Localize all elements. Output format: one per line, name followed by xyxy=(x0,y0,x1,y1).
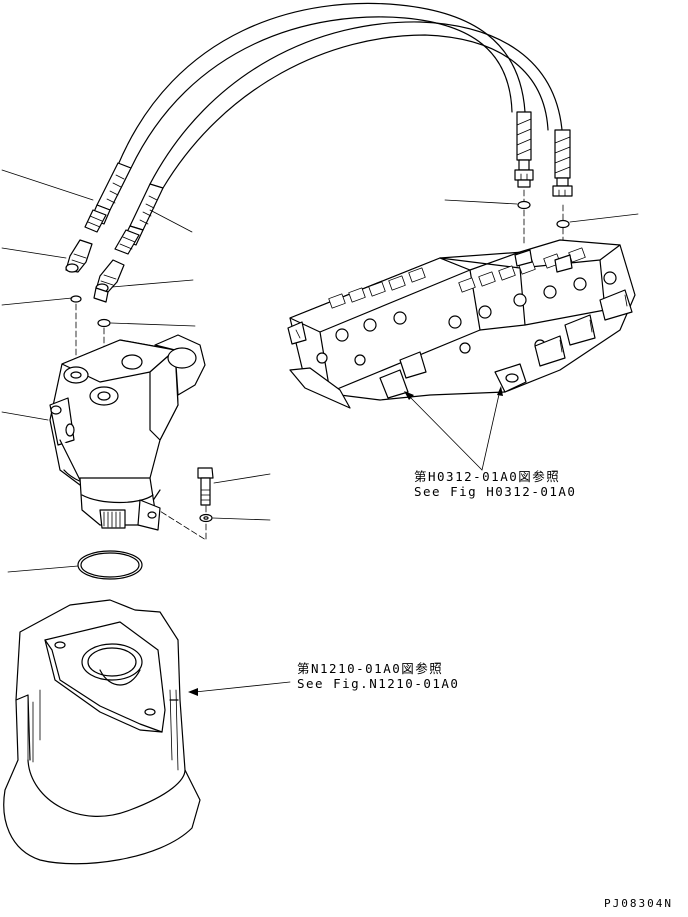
callout-leaders xyxy=(1,169,639,573)
control-valve-assembly xyxy=(287,239,636,409)
reference-arrows xyxy=(188,386,503,696)
reference-note-valve: 第H0312-01A0図参照 See Fig H0312-01A0 xyxy=(414,469,576,499)
reference-valve-en: See Fig H0312-01A0 xyxy=(414,484,577,499)
drawing-code: PJ08304N xyxy=(604,897,673,910)
hose-fitting-left-2 xyxy=(114,183,164,255)
elbow-fitting-1 xyxy=(65,239,93,273)
hose-fitting-right-2 xyxy=(552,129,573,197)
o-ring-small-3 xyxy=(517,200,531,210)
hydraulic-motor xyxy=(49,334,206,531)
hydraulic-hoses xyxy=(117,2,563,189)
hose-fitting-left-1 xyxy=(84,162,132,233)
reference-housing-en: See Fig.N1210-01A0 xyxy=(297,676,460,691)
elbow-fitting-2 xyxy=(93,259,125,303)
o-ring-small-1 xyxy=(70,295,82,303)
reference-valve-jp: 第H0312-01A0図参照 xyxy=(414,469,561,484)
reference-note-housing: 第N1210-01A0図参照 See Fig.N1210-01A0 xyxy=(297,661,459,691)
o-ring-small-4 xyxy=(556,219,570,229)
o-ring-small-2 xyxy=(97,318,111,328)
hose-fitting-right-1 xyxy=(514,111,534,188)
swing-machinery-housing xyxy=(3,599,201,865)
bolt xyxy=(197,467,214,506)
reference-housing-jp: 第N1210-01A0図参照 xyxy=(297,661,444,676)
o-ring-large xyxy=(77,550,143,580)
